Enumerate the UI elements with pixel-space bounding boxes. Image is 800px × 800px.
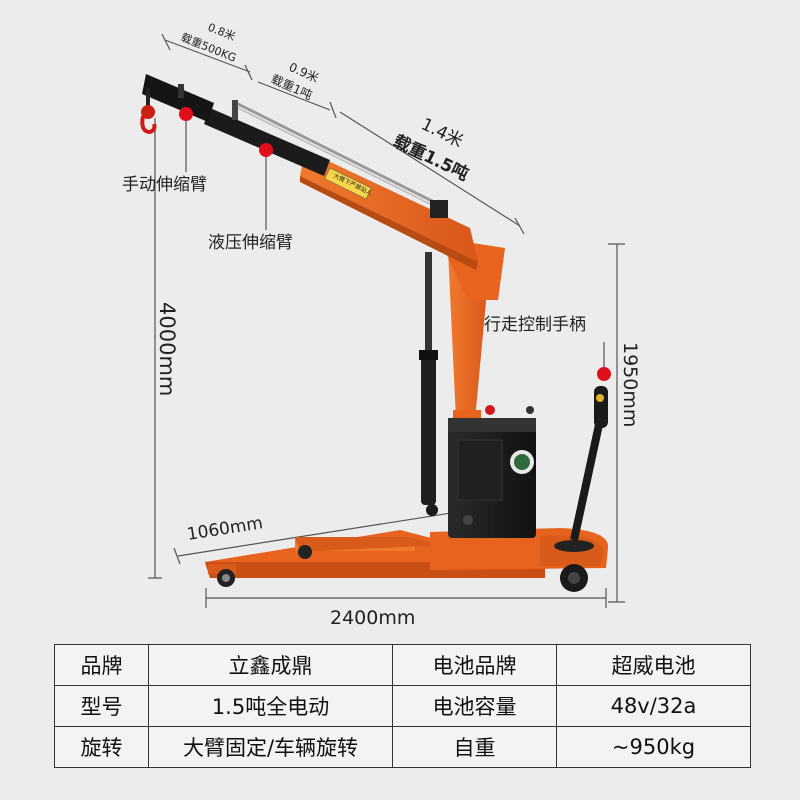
spec-cell-battery-capacity-label: 电池容量 (392, 685, 557, 727)
table-row: 型号 1.5吨全电动 电池容量 48v/32a (54, 685, 751, 727)
table-row: 品牌 立鑫成鼎 电池品牌 超威电池 (54, 644, 751, 686)
hydraulic-cylinder (419, 252, 438, 505)
spec-cell-brand-label: 品牌 (54, 644, 149, 686)
total-length-dimension: 2400mm (330, 607, 415, 629)
spec-cell-model-value: 1.5吨全电动 (148, 685, 393, 727)
table-row: 旋转 大臂固定/车辆旋转 自重 ~950kg (54, 726, 751, 768)
spec-cell-weight-label: 自重 (392, 726, 557, 768)
callout-markers (179, 107, 611, 381)
spec-cell-weight-value: ~950kg (556, 726, 751, 768)
handle-height-dimension: 1950mm (619, 342, 641, 427)
spec-cell-battery-brand-label: 电池品牌 (392, 644, 557, 686)
manual-arm-label: 手动伸缩臂 (122, 175, 207, 195)
hydraulic-arm-marker (259, 143, 273, 157)
manual-arm-marker (179, 107, 193, 121)
spec-cell-model-label: 型号 (54, 685, 149, 727)
boom: 大臂下严禁站人 (300, 150, 478, 270)
spec-cell-battery-brand-value: 超威电池 (556, 644, 751, 686)
hook (140, 88, 157, 135)
spec-cell-rotation-label: 旋转 (54, 726, 149, 768)
walk-handle (570, 386, 608, 541)
handle-label: 行走控制手柄 (484, 315, 586, 335)
crane: 大臂下严禁站人 (140, 74, 609, 592)
crane-illustration: 大臂下严禁站人 (122, 21, 641, 629)
manual-arm (142, 74, 214, 122)
spec-table: 品牌 立鑫成鼎 电池品牌 超威电池 型号 1.5吨全电动 电池容量 48v/32… (54, 644, 751, 768)
boom-spec-1-length: 0.8米 (206, 21, 237, 44)
hydraulic-arm (204, 100, 448, 218)
leg-length-dimension: 1060mm (186, 513, 265, 545)
spec-cell-rotation-value: 大臂固定/车辆旋转 (148, 726, 393, 768)
spec-cell-brand-value: 立鑫成鼎 (148, 644, 393, 686)
hydraulic-arm-label: 液压伸缩臂 (208, 233, 293, 253)
handle-marker (597, 367, 611, 381)
height-dimension: 4000mm (155, 302, 179, 396)
spec-cell-battery-capacity-value: 48v/32a (556, 685, 751, 727)
control-box (448, 405, 536, 538)
